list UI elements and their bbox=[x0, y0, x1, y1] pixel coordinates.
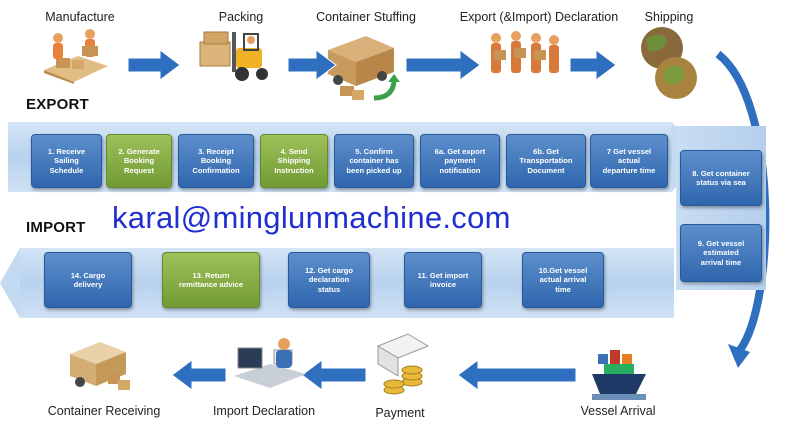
export-section-title: EXPORT bbox=[26, 96, 89, 113]
stage-export-declaration-label: Export (&Import) Declaration bbox=[459, 10, 619, 24]
stage-vessel-arrival-label: Vessel Arrival bbox=[580, 404, 656, 418]
container-ship-icon bbox=[592, 350, 646, 400]
delivery-truck-icon bbox=[328, 36, 400, 101]
step-get-vessel-estimated-arrival: 9. Get vessel estimated arrival time bbox=[680, 224, 762, 282]
import-section-title: IMPORT bbox=[26, 219, 86, 236]
contact-email: karal@minglunmachine.com bbox=[112, 200, 511, 235]
step-get-vessel-actual-arrival: 10.Get vessel actual arrival time bbox=[522, 252, 604, 308]
stage-import-declaration-label: Import Declaration bbox=[212, 404, 316, 418]
step-get-container-status-via-sea: 8. Get container status via sea bbox=[680, 150, 762, 206]
step-get-import-invoice: 11. Get import invoice bbox=[404, 252, 482, 308]
step-receive-sailing-schedule: 1. Receive Sailing Schedule bbox=[31, 134, 102, 188]
step-get-export-payment-notification: 6a. Get export payment notification bbox=[420, 134, 500, 188]
step-confirm-container-picked-up: 5. Confirm container has been picked up bbox=[334, 134, 414, 188]
step-get-cargo-declaration-status: 12. Get cargo declaration status bbox=[288, 252, 370, 308]
step-receipt-booking-confirmation: 3. Receipt Booking Confirmation bbox=[178, 134, 254, 188]
stage-manufacture-label: Manufacture bbox=[45, 10, 115, 24]
step-generate-booking-request: 2. Generate Booking Request bbox=[106, 134, 172, 188]
stage-packing-label: Packing bbox=[218, 10, 264, 24]
step-get-transportation-document: 6b. Get Transportation Document bbox=[506, 134, 586, 188]
customs-officers-icon bbox=[491, 31, 559, 73]
stage-payment-label: Payment bbox=[375, 406, 425, 420]
step-return-remittance-advice: 13. Return remittance advice bbox=[162, 252, 260, 308]
step-cargo-delivery: 14. Cargo delivery bbox=[44, 252, 132, 308]
stage-shipping-label: Shipping bbox=[644, 10, 694, 24]
step-send-shipping-instruction: 4. Send Shipping Instruction bbox=[260, 134, 328, 188]
step-get-vessel-departure-time: 7 Get vessel actual departure time bbox=[590, 134, 668, 188]
globe-icon bbox=[641, 27, 697, 99]
cargo-truck-icon bbox=[70, 342, 130, 390]
forklift-icon bbox=[199, 31, 268, 81]
stage-container-stuffing-label: Container Stuffing bbox=[316, 10, 416, 24]
office-worker-icon bbox=[234, 338, 306, 388]
stage-container-receiving-label: Container Receiving bbox=[47, 404, 161, 418]
factory-workers-icon bbox=[44, 29, 108, 84]
invoice-coins-icon bbox=[376, 333, 430, 395]
